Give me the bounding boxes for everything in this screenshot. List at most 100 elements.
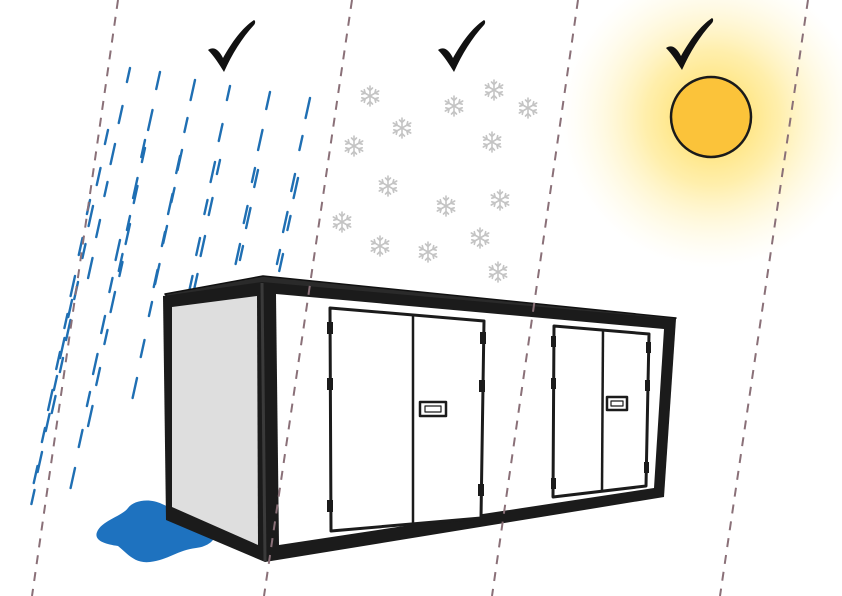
rain-drop xyxy=(108,276,114,294)
snowflake-icon xyxy=(444,95,464,117)
rain-drop xyxy=(275,248,282,266)
rain-drop xyxy=(225,84,232,102)
rain-drop xyxy=(85,390,92,408)
rain-drop xyxy=(256,128,264,152)
rain-drop xyxy=(32,464,39,485)
rain-drop xyxy=(95,366,102,387)
rain-drop xyxy=(162,224,169,245)
rain-drop xyxy=(30,488,36,506)
rain-drop xyxy=(242,204,249,225)
rain-drop xyxy=(215,158,222,176)
rain-drop xyxy=(234,242,242,266)
rain-drop xyxy=(286,214,292,232)
rain-drop xyxy=(146,108,154,132)
sun-icon xyxy=(669,75,753,159)
rain-drop xyxy=(63,312,69,330)
rain-drop xyxy=(69,274,77,298)
rain-drop xyxy=(46,388,54,412)
snowflake-icon xyxy=(518,97,538,119)
check-mark-icon xyxy=(438,20,486,72)
rain-drop xyxy=(176,148,184,172)
snowflake-icon xyxy=(470,227,490,249)
rain-drop xyxy=(44,412,51,433)
rain-drop xyxy=(170,186,176,204)
snowflake-icon xyxy=(484,79,504,101)
rain-drop xyxy=(131,176,139,200)
snowflake-group xyxy=(332,79,538,283)
rain-drop xyxy=(117,104,124,125)
rain-drop xyxy=(209,160,217,184)
rain-drop xyxy=(81,242,87,260)
rain-drop xyxy=(140,138,147,159)
rain-drop xyxy=(203,198,209,216)
rain-drop xyxy=(253,168,260,189)
rain-drop xyxy=(278,252,285,273)
rain-drop xyxy=(86,404,94,428)
rain-drop xyxy=(281,210,289,234)
rain-drop xyxy=(147,300,154,318)
rain-drop xyxy=(36,450,44,474)
container-door-right xyxy=(551,324,651,499)
rain-drop xyxy=(217,122,224,143)
rain-drop xyxy=(77,428,84,449)
rain-drop xyxy=(100,314,107,335)
rain-drop xyxy=(207,196,214,217)
rain-streaks xyxy=(30,66,312,506)
check-marks xyxy=(208,18,714,72)
snowflake-icon xyxy=(392,117,412,139)
snowflake-icon xyxy=(360,85,380,107)
snowflake-icon xyxy=(370,235,390,257)
rain-drop xyxy=(103,328,109,346)
rain-drop xyxy=(55,350,62,371)
rain-drop xyxy=(125,66,132,84)
rain-drop xyxy=(124,222,132,246)
rain-drop xyxy=(69,466,77,490)
rain-drop xyxy=(58,356,65,374)
rain-drop xyxy=(189,78,197,102)
snowflake-icon xyxy=(378,175,398,197)
rain-drop xyxy=(238,244,245,262)
rain-drop xyxy=(265,90,272,111)
rain-drop xyxy=(193,272,199,290)
rain-drop xyxy=(114,238,122,262)
rain-drop xyxy=(153,262,161,286)
rain-drop xyxy=(131,376,139,400)
rain-drop xyxy=(91,352,99,376)
snowflake-icon xyxy=(490,189,510,211)
divider-line xyxy=(491,0,579,596)
rain-drop xyxy=(244,206,252,230)
rain-drop xyxy=(125,214,132,232)
rain-drop xyxy=(103,180,109,198)
rain-drop xyxy=(117,252,124,273)
rain-drop xyxy=(58,336,66,360)
rain-drop xyxy=(195,236,202,257)
rain-drop xyxy=(52,374,59,392)
rain-drop xyxy=(50,394,57,415)
check-mark-icon xyxy=(208,20,256,72)
rain-drop xyxy=(304,96,312,120)
rain-drop xyxy=(118,260,124,278)
snowflake-icon xyxy=(488,261,508,283)
rain-drop xyxy=(292,176,300,200)
shipping-container xyxy=(163,275,677,562)
snowflake-icon xyxy=(332,211,352,233)
rain-drop xyxy=(86,256,94,280)
check-mark-icon xyxy=(666,18,714,70)
rain-drop xyxy=(87,204,95,228)
rain-drop xyxy=(139,338,146,359)
rain-drop xyxy=(64,318,72,342)
rain-drop xyxy=(132,184,139,205)
rain-drop xyxy=(290,172,297,193)
container-door-left xyxy=(327,306,486,533)
divider-line xyxy=(31,0,119,596)
rain-drop xyxy=(155,70,162,91)
rain-drop xyxy=(77,236,84,257)
panel-dividers xyxy=(31,0,809,596)
snowflake-icon xyxy=(418,241,438,263)
rain-drop xyxy=(40,426,47,444)
rain-drop xyxy=(103,128,110,146)
snowflake-icon xyxy=(482,131,502,153)
rain-drop xyxy=(109,290,117,314)
rain-drop xyxy=(183,116,189,134)
